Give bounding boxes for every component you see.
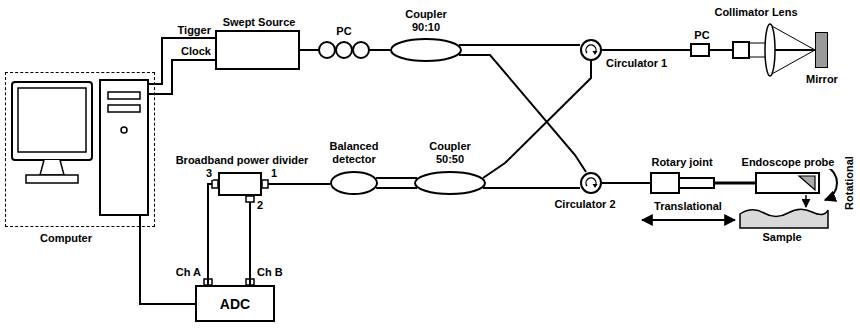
node-label: Rotary joint xyxy=(650,156,713,169)
fiber-connector xyxy=(483,61,591,178)
polarization-controller-outline xyxy=(318,41,370,59)
translation-arrow xyxy=(642,219,735,221)
fiber-connector xyxy=(140,215,195,304)
node-label: ADC xyxy=(219,296,251,312)
circulator: Circulator 2 xyxy=(580,172,602,194)
rotary-joint: Rotary joint xyxy=(650,172,715,194)
collimator-lens: Collimator Lens xyxy=(733,22,779,78)
fiber-connector xyxy=(775,49,815,51)
fiber-coupler: Coupler 90:10 xyxy=(390,38,462,62)
fiber-connector xyxy=(370,49,390,51)
node-label: Circulator 1 xyxy=(605,57,668,70)
callout-label: 2 xyxy=(256,199,264,212)
callout-label: Sample xyxy=(761,231,802,244)
node-label: Coupler 90:10 xyxy=(396,8,456,34)
endoscope-probe: Endoscope probe xyxy=(755,172,820,194)
callout-label: Translational xyxy=(653,200,723,213)
fiber-connector xyxy=(300,49,318,51)
fiber-coupler: Coupler 50:50 xyxy=(414,171,486,195)
sample-tissue xyxy=(740,209,828,228)
fiber-connector xyxy=(710,49,733,51)
node-label: Computer xyxy=(39,232,93,245)
node-label: Swept Source xyxy=(222,16,297,29)
fiber-connector xyxy=(208,184,212,285)
polarization-controller: PC xyxy=(318,41,370,59)
callout-label: 3 xyxy=(205,167,213,180)
collimator-lens-outline xyxy=(733,22,779,78)
probe-beam xyxy=(805,195,807,207)
rotary-joint-outline xyxy=(650,172,715,194)
node-label: PC xyxy=(335,25,352,38)
polarization-controller: PC xyxy=(690,43,710,57)
endoscope-probe-outline xyxy=(755,172,820,194)
node-label: Coupler 50:50 xyxy=(420,140,480,166)
callout-label: Ch A xyxy=(175,266,202,279)
source-box: Swept Source xyxy=(215,30,300,70)
signal-label: Tigger xyxy=(177,24,212,37)
balanced-detector-outline xyxy=(330,171,378,195)
tower-drawing xyxy=(100,80,148,215)
signal-label: Clock xyxy=(180,45,212,58)
fiber-connector xyxy=(602,182,650,184)
fiber-connector xyxy=(483,187,580,189)
node-label: Endoscope probe xyxy=(741,156,836,169)
node-label: Mirror xyxy=(805,73,839,86)
monitor-drawing xyxy=(12,82,92,183)
fiber-connector xyxy=(459,44,580,46)
focused-beam xyxy=(770,25,815,75)
circulator: Circulator 1 xyxy=(580,39,602,61)
callout-label: 1 xyxy=(270,167,278,180)
fiber-connector xyxy=(715,182,755,185)
node-label: Balanced detector xyxy=(321,140,387,166)
fiber-connector xyxy=(268,183,330,185)
circulator-outline xyxy=(580,172,602,194)
node-label: Broadband power divider xyxy=(175,154,310,167)
fiber-connector xyxy=(249,202,251,285)
fiber-coupler-outline xyxy=(414,171,486,195)
node-label: Circulator 2 xyxy=(553,198,616,211)
fiber-connector xyxy=(376,177,417,179)
rotation-arrow xyxy=(825,166,837,200)
fiber-coupler-outline xyxy=(390,38,462,62)
callout-label: Ch B xyxy=(256,266,284,279)
adc-box: ADC xyxy=(195,285,275,322)
reference-mirror: Mirror xyxy=(815,32,828,68)
node-label: PC xyxy=(693,29,710,42)
power-divider: Broadband power divider xyxy=(218,172,262,196)
circulator-outline xyxy=(580,39,602,61)
fiber-connector xyxy=(376,187,417,189)
callout-label: Rotational xyxy=(843,155,856,211)
balanced-detector: Balanced detector xyxy=(330,171,378,195)
node-label: Collimator Lens xyxy=(713,6,798,19)
fiber-connector xyxy=(148,60,215,94)
fiber-connector xyxy=(602,49,690,51)
computer-box: Computer xyxy=(5,72,155,227)
